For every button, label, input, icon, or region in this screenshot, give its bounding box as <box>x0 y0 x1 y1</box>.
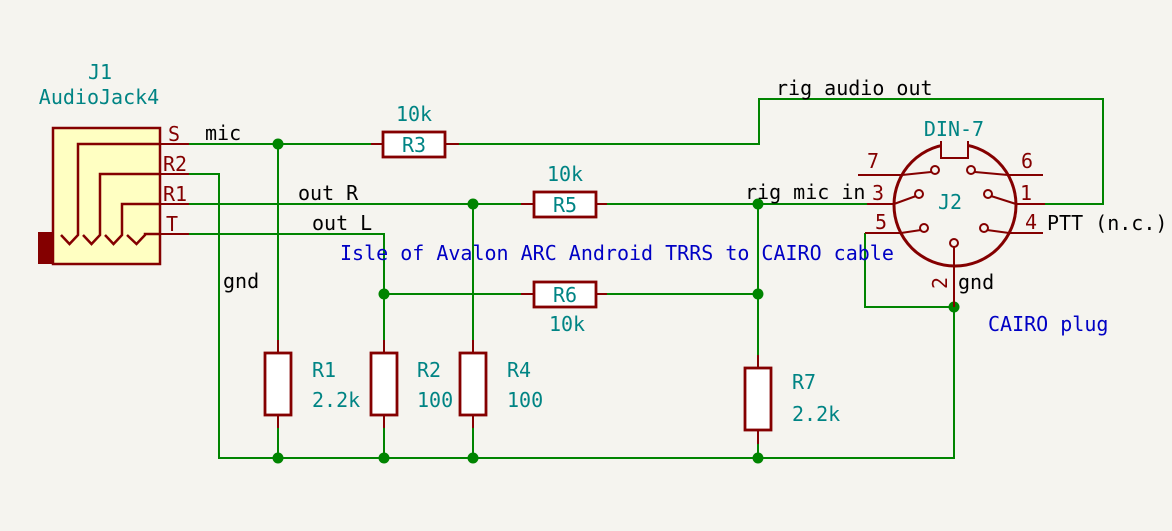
r3-reference: R3 <box>402 133 426 157</box>
j2-pin-7: 7 <box>867 149 879 173</box>
j1-pin-s: S <box>168 122 180 146</box>
r1-reference: R1 <box>312 358 336 382</box>
j2-pin-4: 4 <box>1025 210 1037 234</box>
r6-reference: R6 <box>553 283 577 307</box>
symbol-j2-din7: DIN-7 J2 7 6 3 1 5 4 2 <box>858 117 1045 307</box>
symbol-r3: 10k R3 <box>371 102 459 159</box>
r4-reference: R4 <box>507 358 531 382</box>
r2-value: 100 <box>417 388 453 412</box>
symbol-r2: R2 100 <box>369 340 453 428</box>
wire-gnd-bus <box>189 173 955 459</box>
j2-pin-stubs <box>858 174 1045 234</box>
r4-body <box>458 351 488 417</box>
r2-reference: R2 <box>417 358 441 382</box>
j1-contact-ring1 <box>104 202 160 246</box>
j1-value: AudioJack4 <box>39 85 159 109</box>
j2-reference: J2 <box>938 190 962 214</box>
label-ptt: PTT (n.c.) <box>1047 211 1167 235</box>
j1-contact-tip <box>126 232 160 246</box>
j1-pin-r2: R2 <box>163 152 187 176</box>
wire-out-l <box>189 233 385 340</box>
r7-reference: R7 <box>792 370 816 394</box>
r6-value: 10k <box>549 312 585 336</box>
symbol-r6: R6 10k <box>521 280 607 336</box>
j2-pin-1: 1 <box>1020 181 1032 205</box>
j1-contact-sleeve <box>60 142 160 246</box>
schematic-title-note: Isle of Avalon ARC Android TRRS to CAIRO… <box>340 241 894 265</box>
wire-rig-audio-out <box>459 98 1104 205</box>
r5-value: 10k <box>547 162 583 186</box>
r6-body <box>532 280 598 309</box>
j2-notch-mask <box>941 138 969 149</box>
label-out-l: out L <box>312 211 372 235</box>
r1-value: 2.2k <box>312 388 360 412</box>
j2-pin-5: 5 <box>875 210 887 234</box>
j2-pin-2: 2 <box>928 277 952 289</box>
symbol-j1-audiojack: J1 AudioJack4 S R2 R1 T <box>38 60 189 266</box>
j2-pin-cups <box>914 165 993 248</box>
r5-reference: R5 <box>553 193 577 217</box>
label-rig-audio-out: rig audio out <box>776 76 933 100</box>
j1-pin-stubs <box>160 143 189 235</box>
j1-contact-ring2 <box>82 172 160 246</box>
label-out-r: out R <box>298 181 359 205</box>
r4-value: 100 <box>507 388 543 412</box>
r7-body <box>743 366 773 432</box>
label-rig-mic-in: rig mic in <box>745 180 865 204</box>
symbol-r7: R7 2.2k <box>743 355 840 444</box>
j2-pin-6: 6 <box>1021 149 1033 173</box>
j2-pin-3: 3 <box>872 181 884 205</box>
j1-pin-t: T <box>166 212 178 236</box>
wire-pin5-to-gnd <box>864 233 954 308</box>
net-labels: mic out R out L gnd rig audio out rig mi… <box>205 76 1167 294</box>
label-mic: mic <box>205 121 241 145</box>
j1-pin-r1: R1 <box>163 182 187 206</box>
r5-body <box>532 190 598 219</box>
j2-key-notch <box>940 141 969 159</box>
r7-value: 2.2k <box>792 402 840 426</box>
r3-body <box>381 130 447 159</box>
j1-sleeve-tab <box>38 232 53 264</box>
symbol-r4: R4 100 <box>458 340 543 428</box>
symbol-r5: 10k R5 <box>521 162 607 219</box>
notes: Isle of Avalon ARC Android TRRS to CAIRO… <box>340 241 1108 336</box>
r2-body <box>369 351 399 417</box>
label-gnd-right: gnd <box>958 270 994 294</box>
r1-body <box>263 351 293 417</box>
r3-value: 10k <box>396 102 432 126</box>
j1-reference: J1 <box>88 60 112 84</box>
j2-value: DIN-7 <box>924 117 984 141</box>
j2-pin-leads <box>893 171 1017 307</box>
symbol-r1: R1 2.2k <box>263 340 360 428</box>
cairo-plug-note: CAIRO plug <box>988 312 1108 336</box>
label-gnd-left: gnd <box>223 269 259 293</box>
